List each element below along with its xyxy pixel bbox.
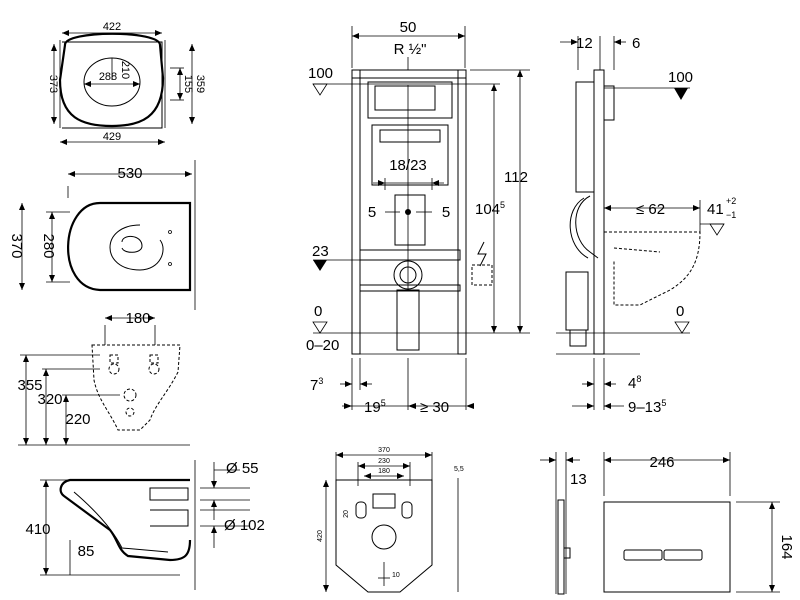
mat-w180: 180 <box>378 468 390 475</box>
side-dim-4-8: 48 <box>628 374 641 392</box>
side-dim-12: 12 <box>576 35 593 52</box>
bowl-length: 530 <box>117 165 142 182</box>
seat-inner-width: 288 <box>99 71 117 83</box>
back-view: 180 355 320 220 <box>17 310 190 446</box>
height-320: 320 <box>37 391 62 408</box>
bowl-side-view: 410 85 Ø 55 Ø 102 <box>25 460 265 590</box>
seat-width-bottom: 429 <box>103 131 121 143</box>
seat-view: 422 373 210 288 359 155 429 <box>47 21 206 145</box>
front-level-23: 23 <box>312 243 329 260</box>
height-355: 355 <box>17 377 42 394</box>
bowl-inner-width: 280 <box>40 233 57 258</box>
plate-width: 246 <box>649 454 674 471</box>
thread-size: R ½" <box>394 41 427 58</box>
dim-ge-30: ≥ 30 <box>420 399 449 416</box>
frame-top-rail <box>351 69 467 79</box>
bowl-width: 370 <box>8 233 25 258</box>
side-level-0: 0 <box>676 303 684 320</box>
bowl-top-outline <box>67 201 192 292</box>
plate-thickness: 13 <box>570 471 587 488</box>
mat-d20: 20 <box>343 510 350 518</box>
floor-range: 0–20 <box>306 337 339 354</box>
dim-19: 19 <box>364 399 381 416</box>
bowl-top-view: 530 370 280 <box>8 160 196 310</box>
side-level-100: 100 <box>668 69 693 86</box>
side-offset: 85 <box>78 543 95 560</box>
seat-depth-left: 373 <box>47 75 59 93</box>
mat-d10: 10 <box>392 572 400 579</box>
bowl-side-outline <box>59 478 192 562</box>
h41-plus: +2 <box>726 196 736 206</box>
seat-inner-right: 155 <box>182 75 194 93</box>
seat-depth-right: 359 <box>194 75 206 93</box>
plate-height: 164 <box>778 534 795 559</box>
mat-outline <box>335 479 433 593</box>
foot-7: 7 <box>310 377 318 394</box>
flush-button-small <box>623 549 663 561</box>
frame-width: 50 <box>400 19 417 36</box>
flush-plate <box>603 501 731 593</box>
side-height: 410 <box>25 521 50 538</box>
side-dim-9-13-5: 9–135 <box>628 398 666 416</box>
height-104-sup: 5 <box>500 200 505 210</box>
dim-19-sup: 5 <box>381 398 386 408</box>
mat-thickness: 5,5 <box>454 466 464 473</box>
foot-7-3: 73 <box>310 376 323 394</box>
frame-front-view: 50 R ½" 100 18/23 5 5 23 <box>306 19 530 416</box>
mat-w230: 230 <box>378 458 390 465</box>
height-104-main: 104 <box>475 201 500 218</box>
front-level-100: 100 <box>308 65 333 82</box>
mat-height: 420 <box>317 530 324 542</box>
front-level-0: 0 <box>314 303 322 320</box>
spacing-18-23: 18/23 <box>389 157 427 174</box>
side-frame-post <box>593 69 605 355</box>
frame-right-post <box>457 69 467 355</box>
cistern <box>367 81 453 119</box>
dim-19-5: 195 <box>364 398 386 416</box>
h41-minus: −1 <box>726 210 736 220</box>
mat-width: 370 <box>378 447 390 454</box>
frame-left-post <box>351 69 361 355</box>
plate-view: 13 246 164 <box>540 452 795 595</box>
height-112: 112 <box>504 169 528 186</box>
seat-width-top: 422 <box>103 21 121 33</box>
seat-inner-depth: 210 <box>119 61 131 79</box>
height-220: 220 <box>65 411 90 428</box>
plate-side <box>557 499 565 595</box>
side-dim-9-13: 9–13 <box>628 399 661 416</box>
side-dim-6: 6 <box>632 35 640 52</box>
side-dim-4-sup: 8 <box>636 374 641 384</box>
back-outline <box>91 344 181 431</box>
h41: 41 <box>707 201 724 218</box>
mat-view: 370 230 180 10 420 20 5,5 <box>317 447 464 593</box>
offset-left-5: 5 <box>368 204 376 221</box>
frame-side-view: 12 6 100 ≤ 62 41 +2 −1 0 48 <box>556 35 736 416</box>
side-dim-4: 4 <box>628 375 636 392</box>
flush-button-large <box>663 549 703 561</box>
foot-7-sup: 3 <box>318 376 323 386</box>
pipe-102: Ø 102 <box>224 517 265 534</box>
pipe-55: Ø 55 <box>226 460 259 477</box>
height-104-5: 1045 <box>475 200 505 218</box>
le-62: ≤ 62 <box>636 201 665 218</box>
offset-right-5: 5 <box>442 204 450 221</box>
bolt-spacing: 180 <box>125 310 150 327</box>
side-dim-9-13-sup: 5 <box>661 398 666 408</box>
